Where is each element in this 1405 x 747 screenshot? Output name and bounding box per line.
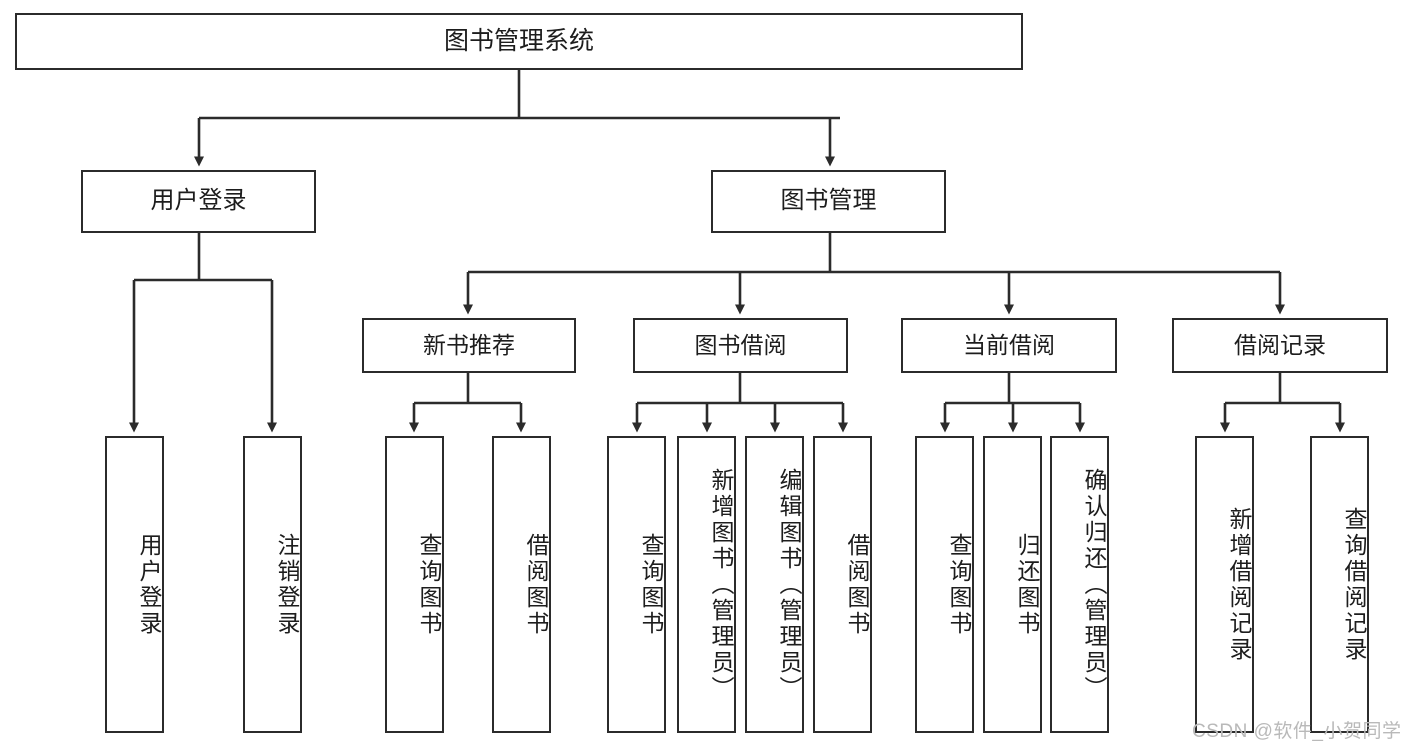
leaf-query-books-recommend[interactable]: 查询图书	[385, 436, 444, 733]
leaf-borrow-book[interactable]: 借阅图书	[813, 436, 872, 733]
leaf-confirm-return-admin[interactable]: 确认归还（管理员）	[1050, 436, 1109, 733]
leaf-user-login[interactable]: 用户登录	[105, 436, 164, 733]
csdn-watermark: CSDN @软件_小贺同学	[1192, 721, 1402, 742]
node-label: 借阅图书	[523, 532, 549, 637]
node-label: 图书管理系统	[443, 26, 594, 55]
node-book-borrow[interactable]: 图书借阅	[633, 318, 848, 373]
node-label: 新增借阅记录	[1226, 506, 1252, 663]
node-book-management[interactable]: 图书管理	[711, 170, 946, 233]
leaf-borrow-books-recommend[interactable]: 借阅图书	[492, 436, 551, 733]
node-label: 查询借阅记录	[1341, 506, 1367, 663]
node-label: 查询图书	[946, 532, 972, 637]
node-label: 当前借阅	[963, 331, 1055, 358]
node-label: 新增图书（管理员）	[708, 467, 734, 702]
node-label: 查询图书	[638, 532, 664, 637]
leaf-add-borrow-record[interactable]: 新增借阅记录	[1195, 436, 1254, 733]
node-label: 图书借阅	[694, 331, 787, 358]
node-label: 图书管理	[780, 187, 877, 215]
node-label: 编辑图书（管理员）	[776, 467, 802, 702]
node-label: 借阅图书	[844, 532, 870, 637]
node-label: 注销登录	[274, 532, 300, 637]
leaf-logout[interactable]: 注销登录	[243, 436, 302, 733]
node-label: 新书推荐	[423, 331, 515, 358]
node-new-book-recommend[interactable]: 新书推荐	[362, 318, 576, 373]
leaf-query-books-current[interactable]: 查询图书	[915, 436, 974, 733]
node-label: 确认归还（管理员）	[1081, 467, 1107, 702]
leaf-edit-book-admin[interactable]: 编辑图书（管理员）	[745, 436, 804, 733]
node-root-system[interactable]: 图书管理系统	[15, 13, 1023, 70]
node-borrow-records[interactable]: 借阅记录	[1172, 318, 1388, 373]
node-user-login[interactable]: 用户登录	[81, 170, 316, 233]
leaf-add-book-admin[interactable]: 新增图书（管理员）	[677, 436, 736, 733]
node-label: 用户登录	[150, 187, 247, 215]
leaf-query-books-borrow[interactable]: 查询图书	[607, 436, 666, 733]
leaf-return-book[interactable]: 归还图书	[983, 436, 1042, 733]
node-label: 查询图书	[416, 532, 442, 637]
node-label: 归还图书	[1014, 532, 1040, 637]
leaf-query-borrow-record[interactable]: 查询借阅记录	[1310, 436, 1369, 733]
node-label: 用户登录	[136, 532, 162, 637]
node-current-borrow[interactable]: 当前借阅	[901, 318, 1117, 373]
node-label: 借阅记录	[1234, 331, 1326, 358]
